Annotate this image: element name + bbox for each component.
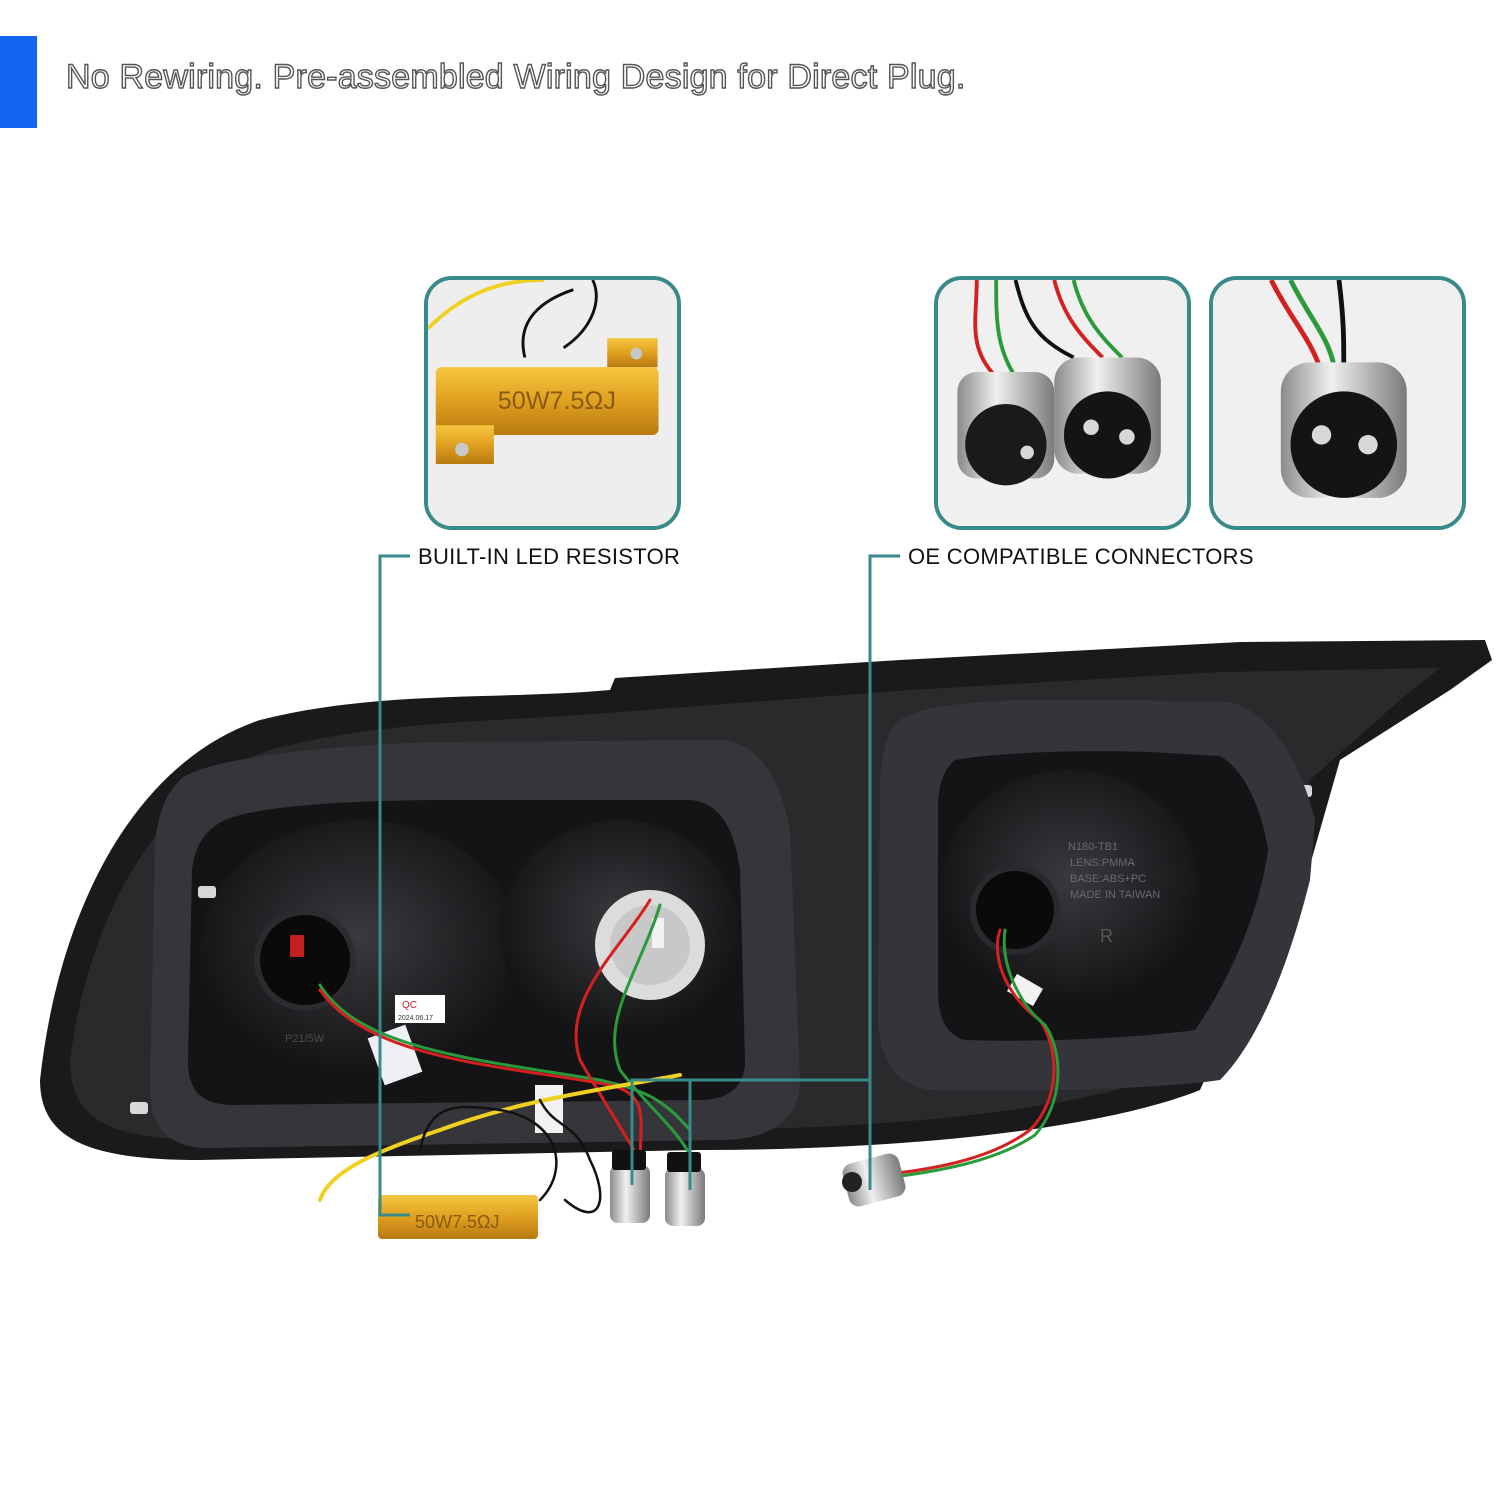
resistor-marking: 50W7.5ΩJ [498, 387, 616, 415]
accent-bar [0, 36, 37, 128]
left-bowl-1 [200, 820, 520, 1080]
bulb-single [842, 1153, 906, 1207]
headline: No Rewiring. Pre-assembled Wiring Design… [65, 57, 966, 96]
bulb-pair [610, 1150, 705, 1226]
qc-label: QC [402, 1000, 417, 1011]
marking-lens: LENS:PMMA [1070, 857, 1135, 869]
callout-resistor: BUILT-IN LED RESISTOR [418, 544, 681, 569]
resistor-inset: 50W7.5ΩJ [424, 276, 681, 530]
connectors-inset-pair [934, 276, 1191, 530]
right-socket [970, 865, 1060, 955]
callout-connectors: OE COMPATIBLE CONNECTORS [908, 544, 1254, 569]
marking-side: R [1100, 926, 1113, 946]
marking-base: BASE:ABS+PC [1070, 873, 1146, 885]
stud [130, 1102, 148, 1114]
connectors-inset-single [1209, 276, 1466, 530]
marking-bulb: P21/5W [285, 1033, 325, 1045]
stud [198, 886, 216, 898]
resistor-body [378, 1195, 538, 1239]
qc-date: 2024.06.17 [398, 1015, 433, 1022]
left-socket [254, 909, 356, 1011]
wire-label [535, 1085, 563, 1133]
marking-origin: MADE IN TAIWAN [1070, 889, 1160, 901]
resistor-small-marking: 50W7.5ΩJ [415, 1212, 500, 1232]
wire-label [1007, 973, 1043, 1007]
marking-model: N180-TB1 [1068, 841, 1118, 853]
wire-label [652, 918, 664, 948]
